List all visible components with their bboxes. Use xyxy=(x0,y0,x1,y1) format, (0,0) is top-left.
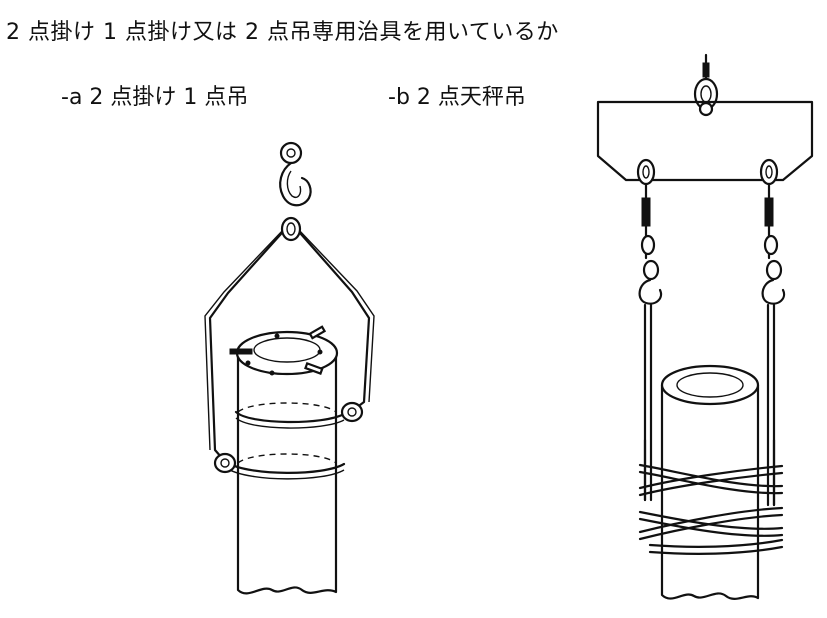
wrap-upper xyxy=(234,410,346,424)
spreader-beam xyxy=(596,100,814,182)
wrap-lower xyxy=(226,461,346,474)
beam-pipe-top xyxy=(660,364,760,406)
lifting-hook xyxy=(279,161,312,207)
figure-b-two-point-beam-lift xyxy=(596,53,814,600)
beam-wraps xyxy=(638,463,784,555)
sling-left xyxy=(208,223,291,460)
label-b: -b 2 点天秤吊 xyxy=(388,85,526,110)
page-title: 2 点掛け 1 点掛け又は 2 点吊専用治具を用いているか xyxy=(6,20,559,45)
sling-right xyxy=(291,223,371,410)
beam-pipe-body xyxy=(660,383,760,600)
pipe-body xyxy=(236,353,338,595)
figure-a-two-point-one-lift xyxy=(204,141,375,595)
top-ring xyxy=(279,141,303,165)
label-a: -a 2 点掛け 1 点吊 xyxy=(61,85,249,110)
